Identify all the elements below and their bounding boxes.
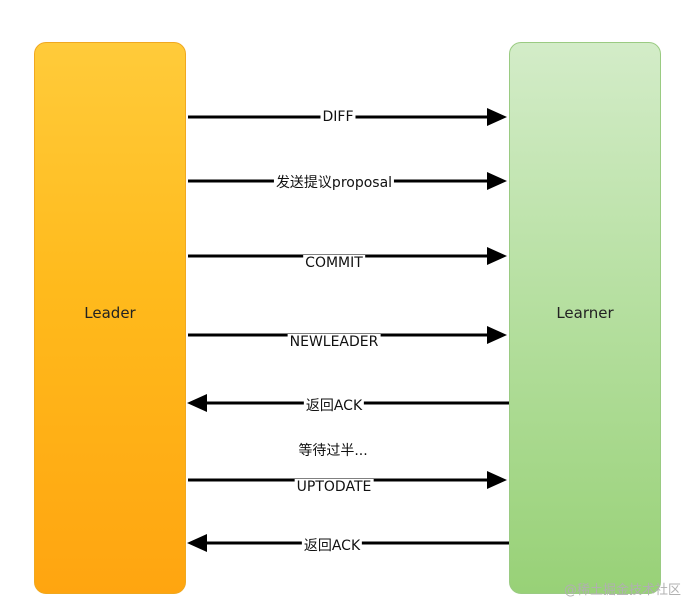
waiting-note: 等待过半...	[298, 443, 368, 459]
arrowhead-proposal	[487, 172, 507, 190]
watermark: @稀土掘金技术社区	[563, 583, 681, 598]
arrowhead-uptodate	[487, 471, 507, 489]
message-proposal: 发送提议proposal	[273, 175, 395, 191]
message-newleader: NEWLEADER	[287, 334, 381, 350]
arrowhead-commit	[487, 247, 507, 265]
arrowhead-ack-2	[187, 534, 207, 552]
leader-label: Leader	[84, 304, 136, 322]
message-uptodate: UPTODATE	[294, 479, 374, 495]
message-ack-2: 返回ACK	[301, 538, 363, 554]
learner-lane: Learner	[509, 42, 661, 594]
learner-label: Learner	[556, 304, 614, 322]
message-ack-1: 返回ACK	[303, 398, 365, 414]
leader-lane: Leader	[34, 42, 186, 594]
arrowhead-diff	[487, 108, 507, 126]
arrowhead-newleader	[487, 326, 507, 344]
message-commit: COMMIT	[303, 255, 365, 271]
message-diff: DIFF	[320, 109, 356, 125]
arrowhead-ack-1	[187, 394, 207, 412]
